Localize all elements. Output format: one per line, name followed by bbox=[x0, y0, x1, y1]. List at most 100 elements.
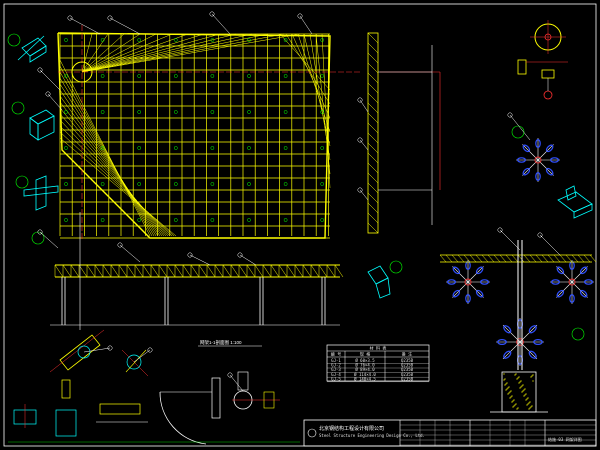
schedule-cell: Ø 114×4.0 bbox=[354, 372, 376, 377]
strip-diagonal bbox=[367, 222, 379, 234]
burst-rod bbox=[579, 266, 588, 275]
burst-hub bbox=[568, 278, 576, 286]
burst-rod bbox=[535, 138, 541, 149]
node-marker bbox=[210, 74, 215, 78]
concrete-stipple bbox=[532, 374, 534, 376]
concrete-stipple bbox=[505, 389, 507, 391]
burst-rod bbox=[497, 338, 507, 345]
truss-web bbox=[78, 264, 88, 278]
burst-arm bbox=[502, 324, 521, 343]
leader-tag bbox=[497, 227, 503, 233]
diagonal-member bbox=[59, 59, 151, 237]
diagonal-member bbox=[59, 71, 155, 237]
tree-column-elevation bbox=[439, 240, 597, 413]
strip-diagonal bbox=[367, 192, 379, 204]
starburst bbox=[550, 260, 594, 304]
concrete-stipple bbox=[515, 373, 517, 375]
truss-web bbox=[198, 264, 208, 278]
concrete-stipple bbox=[518, 382, 520, 384]
truss-web bbox=[565, 254, 573, 263]
schedule-header: 规 格 bbox=[360, 351, 370, 357]
leader-tag bbox=[357, 137, 363, 143]
concrete-stipple bbox=[523, 389, 525, 391]
schedule-cell: Ø 89×4.0 bbox=[355, 367, 375, 372]
diagonal-member bbox=[59, 137, 177, 237]
node-marker bbox=[283, 110, 288, 114]
concrete-stipple bbox=[528, 402, 530, 404]
burst-arm bbox=[522, 159, 539, 176]
node-marker bbox=[210, 110, 215, 114]
node-marker bbox=[320, 74, 325, 78]
schedule-cell: Ø 60×3.5 bbox=[355, 358, 375, 363]
concrete-stipple bbox=[530, 406, 532, 408]
diagonal-member bbox=[279, 33, 331, 91]
schedule-title: 材 料 表 bbox=[370, 345, 387, 351]
diagonal-member bbox=[81, 33, 109, 73]
concrete-stipple bbox=[511, 401, 513, 403]
truss-web bbox=[583, 254, 591, 263]
burst-rod bbox=[503, 350, 512, 359]
node-marker bbox=[283, 38, 288, 42]
burst-arm bbox=[467, 281, 484, 298]
leader-tag bbox=[209, 11, 215, 17]
burst-rod bbox=[465, 260, 471, 271]
burst-rod bbox=[550, 279, 561, 285]
concrete-stipple bbox=[525, 399, 527, 401]
truss-section: 网架1-1剖面图 1:100 bbox=[50, 212, 344, 347]
truss-web bbox=[134, 264, 144, 278]
burst-rod bbox=[545, 167, 554, 176]
burst-rod bbox=[533, 339, 543, 346]
strip-diagonal bbox=[367, 62, 379, 74]
strip-diagonal bbox=[367, 52, 379, 64]
concrete-stipple bbox=[529, 407, 531, 409]
diagonal-member bbox=[81, 33, 301, 73]
truss-web bbox=[493, 254, 501, 263]
burst-rod bbox=[452, 266, 461, 275]
leader-line bbox=[359, 139, 369, 151]
truss-web bbox=[190, 264, 200, 278]
leader-line bbox=[83, 347, 111, 353]
concrete-stipple bbox=[515, 403, 517, 405]
node-marker bbox=[137, 74, 142, 78]
truss-web bbox=[571, 254, 579, 263]
leader-line bbox=[47, 93, 63, 111]
left-detail-views bbox=[17, 35, 59, 211]
concrete-stipple bbox=[516, 378, 518, 380]
diagonal-member bbox=[59, 131, 175, 237]
schedule-cell: Q235B bbox=[401, 372, 414, 377]
company-name-cn: 北京钢结构工程设计有限公司 bbox=[319, 425, 384, 432]
node-marker bbox=[210, 182, 215, 186]
truss-web bbox=[475, 254, 483, 263]
diagonal-member bbox=[81, 33, 253, 73]
concrete-stipple bbox=[507, 393, 509, 395]
leader-tag bbox=[537, 232, 543, 238]
diagonal-member bbox=[59, 95, 163, 237]
burst-rod bbox=[475, 266, 484, 275]
concrete-stipple bbox=[527, 403, 529, 405]
concrete-stipple bbox=[522, 390, 524, 392]
leader-line bbox=[119, 244, 141, 263]
leader-line bbox=[69, 17, 101, 35]
concrete-stipple bbox=[521, 385, 523, 387]
schedule-cell: Q235B bbox=[401, 367, 414, 372]
truss-web bbox=[541, 254, 549, 263]
node-marker bbox=[320, 182, 325, 186]
strip-diagonal bbox=[367, 162, 379, 174]
concrete-stipple bbox=[514, 404, 516, 406]
truss-web bbox=[334, 264, 344, 278]
truss-web bbox=[499, 254, 507, 263]
truss-web bbox=[511, 254, 519, 263]
concrete-stipple bbox=[509, 397, 511, 399]
burst-arm bbox=[571, 281, 588, 298]
burst-rod bbox=[535, 171, 541, 182]
node-marker bbox=[320, 146, 325, 150]
burst-rod bbox=[579, 289, 588, 298]
node-marker bbox=[137, 38, 142, 42]
concrete-stipple bbox=[522, 384, 524, 386]
node-marker bbox=[100, 38, 105, 42]
schedule-cell: Ø 140×4.5 bbox=[354, 376, 376, 381]
schedule-cell: GJ-5 bbox=[331, 376, 341, 381]
node-marker bbox=[173, 38, 178, 42]
diagonal-member bbox=[59, 107, 167, 237]
